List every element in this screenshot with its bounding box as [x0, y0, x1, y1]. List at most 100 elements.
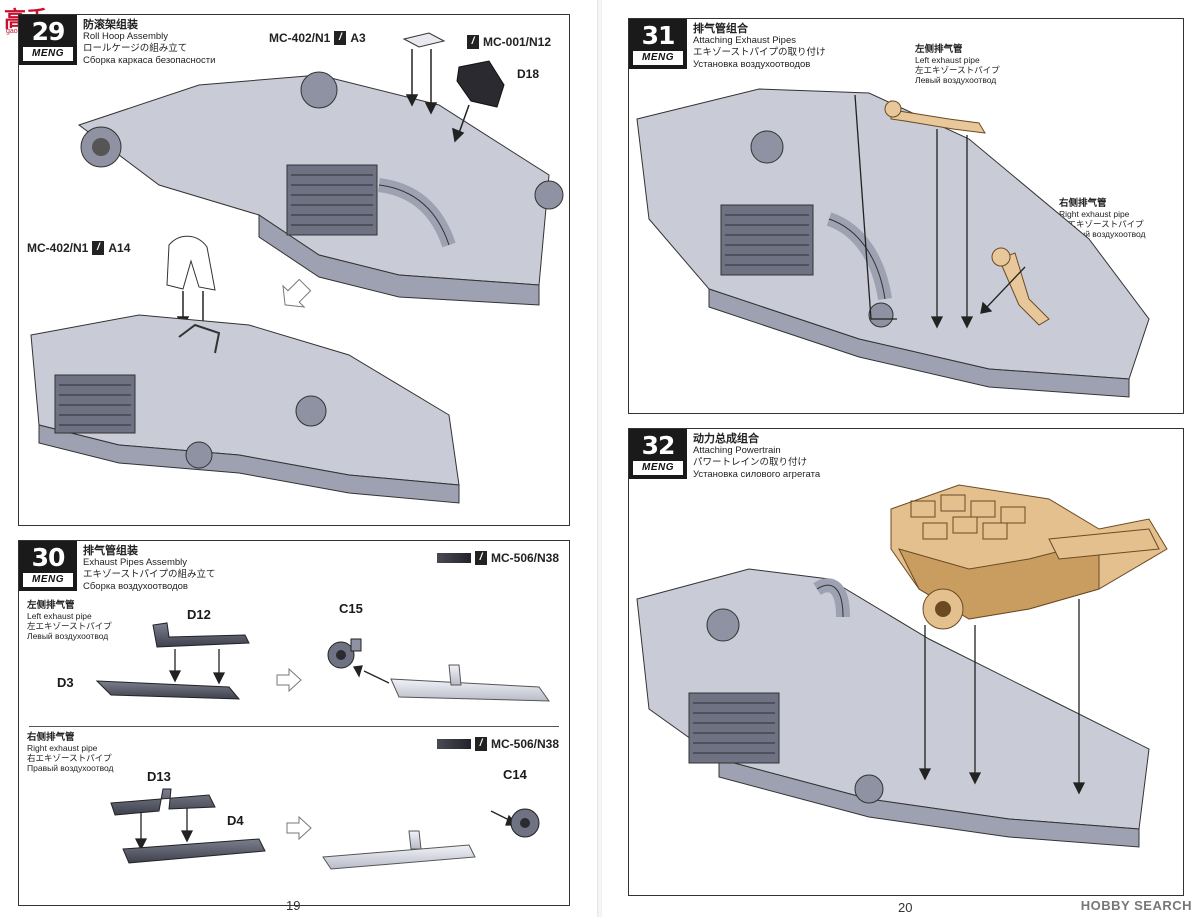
- left-pipe-caption: 左侧排气管 Left exhaust pipe 左エキゾーストパイプ Левый…: [27, 600, 112, 642]
- book-gutter: [597, 0, 603, 917]
- meng-logo: MENG: [23, 47, 73, 61]
- right-page: 31 MENG 排气管组合 Attaching Exhaust Pipes エキ…: [602, 0, 1200, 917]
- paint-callout-bottom: / MC-506/N38: [437, 737, 559, 751]
- paint-brush-icon: /: [334, 31, 347, 45]
- caption-zh: 右侧排气管: [1059, 198, 1107, 209]
- title-ja: ロールケージの組み立て: [83, 43, 188, 54]
- caption-en: Right exhaust pipe: [27, 743, 98, 753]
- left-exhaust-pipe-illustration: [884, 99, 986, 134]
- left-page: 高手 gao-shou.com 29 MENG 防滚架组装 Roll Hoop …: [0, 0, 598, 917]
- paint-swatch: [437, 553, 471, 563]
- pipe-d4-illustration: [122, 838, 266, 864]
- caption-ru: Левый воздухоотвод: [27, 631, 109, 641]
- step-30-badge: 30 MENG: [19, 541, 77, 591]
- title-en: Roll Hoop Assembly: [83, 31, 169, 42]
- right-pipe-caption: 右侧排气管 Right exhaust pipe 右エキゾーストパイプ Прав…: [27, 732, 114, 774]
- paint-code: MC-402/N1: [27, 241, 89, 255]
- page-number-right: 20: [898, 900, 913, 915]
- right-pipe-caption: 右侧排气管 Right exhaust pipe 右エキゾーストパイプ Прав…: [1059, 198, 1146, 240]
- paint-code: MC-506/N38: [491, 551, 560, 565]
- step-31-badge: 31 MENG: [629, 19, 687, 69]
- paint-callout-a14: MC-402/N1 / A14: [27, 241, 130, 255]
- paint-brush-icon: /: [475, 551, 487, 565]
- part-a3-illustration: [402, 32, 446, 48]
- car-chassis: [636, 568, 1150, 848]
- turbo-c15-illustration: [327, 638, 362, 669]
- part-label-d18: D18: [517, 67, 540, 81]
- paint-code: MC-001/N12: [483, 35, 552, 49]
- step-31-illustration: [636, 88, 1150, 398]
- title-ru: Установка силового агрегата: [693, 469, 821, 480]
- turbo-c14-illustration: [510, 808, 540, 838]
- paint-brush-icon: /: [92, 241, 105, 255]
- pipe-d3-illustration: [95, 680, 241, 700]
- caption-en: Right exhaust pipe: [1059, 209, 1130, 219]
- caption-ru: Правый воздухоотвод: [27, 763, 114, 773]
- title-ru: Установка воздухоотводов: [693, 59, 811, 70]
- caption-ja: 右エキゾーストパイプ: [1059, 219, 1144, 229]
- part-label-c15: C15: [339, 601, 363, 616]
- step-29-titles: 防滚架组装 Roll Hoop Assembly ロールケージの組み立て Сбо…: [83, 19, 215, 67]
- step-number: 30: [31, 543, 66, 572]
- step-31-titles: 排气管组合 Attaching Exhaust Pipes エキゾーストパイプの…: [693, 23, 826, 71]
- hint-arrow-icon: [276, 667, 312, 841]
- right-exhaust-pipe-illustration: [991, 247, 1050, 326]
- step-29-illustration: [30, 32, 564, 504]
- step-31-panel: 31 MENG 排气管组合 Attaching Exhaust Pipes エキ…: [628, 18, 1184, 414]
- title-ja: エキゾーストパイプの取り付け: [693, 47, 826, 58]
- page-number-left: 19: [286, 898, 301, 913]
- meng-logo: MENG: [633, 461, 683, 475]
- pipe-d12-illustration: [152, 622, 250, 648]
- part-label-a3: A3: [350, 31, 366, 45]
- pipe-right-assembled-illustration: [322, 830, 476, 870]
- paint-code: MC-402/N1: [269, 31, 331, 45]
- part-label-d12: D12: [187, 607, 211, 622]
- step-number: 29: [31, 17, 66, 46]
- watermark: HOBBY SEARCH: [1080, 898, 1192, 913]
- title-en: Attaching Exhaust Pipes: [693, 35, 796, 46]
- caption-ja: 左エキゾーストパイプ: [915, 65, 1000, 75]
- caption-en: Left exhaust pipe: [27, 611, 92, 621]
- step-30-illustration: [95, 622, 550, 870]
- pipe-left-assembled-illustration: [390, 664, 550, 702]
- title-ja: パワートレインの取り付け: [693, 457, 808, 468]
- caption-zh: 左侧排气管: [27, 600, 75, 611]
- caption-ja: 右エキゾーストパイプ: [27, 753, 112, 763]
- part-label-d3: D3: [57, 675, 74, 690]
- title-en: Attaching Powertrain: [693, 445, 781, 456]
- title-zh: 排气管组装: [83, 545, 138, 557]
- step-number: 32: [641, 431, 676, 460]
- title-en: Exhaust Pipes Assembly: [83, 557, 188, 568]
- car-chassis-upper: [77, 71, 564, 306]
- title-ru: Сборка воздухоотводов: [83, 581, 188, 592]
- title-zh: 排气管组合: [693, 23, 748, 35]
- powertrain-illustration: [890, 484, 1168, 630]
- paint-code: MC-506/N38: [491, 737, 560, 751]
- step-29-badge: 29 MENG: [19, 15, 77, 65]
- paint-brush-icon: /: [475, 737, 487, 751]
- part-label-c14: C14: [503, 767, 527, 782]
- part-label-d13: D13: [147, 769, 171, 784]
- caption-zh: 左侧排气管: [915, 44, 963, 55]
- step-30-panel: 30 MENG 排气管组装 Exhaust Pipes Assembly エキゾ…: [18, 540, 570, 906]
- section-divider: [29, 726, 559, 727]
- paint-brush-icon: /: [467, 35, 479, 49]
- step-29-panel: 29 MENG 防滚架组装 Roll Hoop Assembly ロールケージの…: [18, 14, 570, 526]
- part-d18-illustration: [456, 60, 505, 108]
- pipe-d13-illustration: [110, 788, 216, 816]
- car-chassis-lower: [30, 314, 460, 504]
- step-32-panel: 32 MENG 动力总成组合 Attaching Powertrain パワート…: [628, 428, 1184, 896]
- assembly-arrow-icon: [918, 599, 1086, 795]
- meng-logo: MENG: [633, 51, 683, 65]
- step-32-illustration: [636, 484, 1168, 848]
- caption-en: Left exhaust pipe: [915, 55, 980, 65]
- title-zh: 动力总成组合: [693, 433, 759, 445]
- left-pipe-caption: 左侧排气管 Left exhaust pipe 左エキゾーストパイプ Левый…: [915, 44, 1000, 86]
- title-ru: Сборка каркаса безопасности: [83, 55, 216, 66]
- caption-ru: Левый воздухоотвод: [915, 75, 997, 85]
- part-label-a14: A14: [108, 241, 131, 255]
- caption-zh: 右侧排气管: [27, 732, 75, 743]
- part-label-d4: D4: [227, 813, 244, 828]
- paint-swatch: [437, 739, 471, 749]
- assembly-arrow-icon: [854, 94, 1026, 329]
